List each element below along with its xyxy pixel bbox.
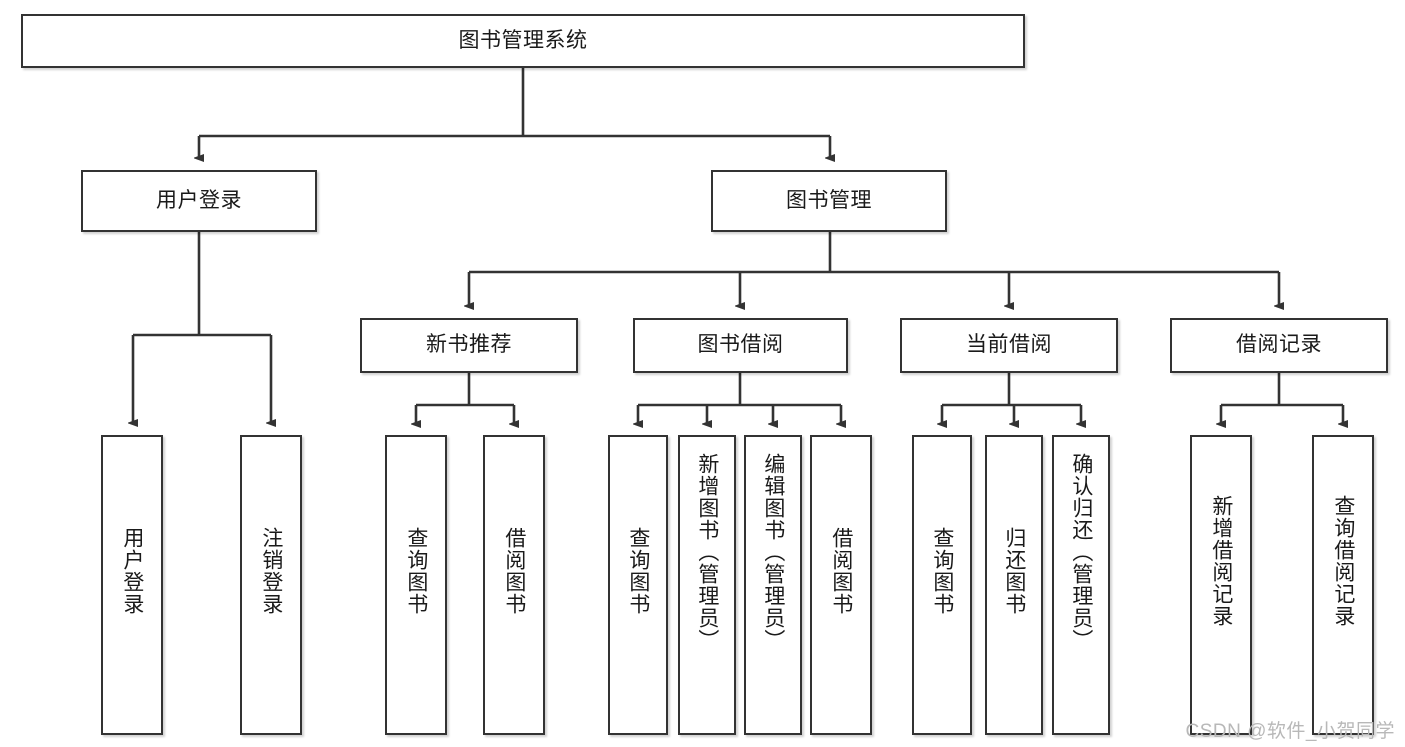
node-leaf-label: 借阅图书 xyxy=(502,527,526,615)
node-leaf-label: 查询图书 xyxy=(626,527,650,615)
node-leaf-label: 借阅图书 xyxy=(829,527,853,615)
node-leaf-label: 查询图书 xyxy=(404,527,428,615)
node-leaf-label: 归还图书 xyxy=(1002,527,1026,615)
node-leaf-label: 注销登录 xyxy=(259,527,283,615)
node-leaf-label: 用户登录 xyxy=(120,527,144,615)
csdn-watermark: CSDN @软件_小贺同学 xyxy=(1185,721,1395,742)
node-level2-3[interactable]: 借阅记录 xyxy=(1170,318,1388,373)
node-leaf-12[interactable]: 查询借阅记录 xyxy=(1312,435,1374,735)
node-leaf-10[interactable]: 确认归还（管理员） xyxy=(1052,435,1110,735)
node-level1-0[interactable]: 用户登录 xyxy=(81,170,317,232)
node-leaf-6[interactable]: 编辑图书（管理员） xyxy=(744,435,802,735)
node-level2-0[interactable]: 新书推荐 xyxy=(360,318,578,373)
node-leaf-label: 查询图书 xyxy=(930,527,954,615)
node-level1-1[interactable]: 图书管理 xyxy=(711,170,947,232)
node-leaf-2[interactable]: 查询图书 xyxy=(385,435,447,735)
node-leaf-7[interactable]: 借阅图书 xyxy=(810,435,872,735)
node-level1-label: 用户登录 xyxy=(156,188,242,212)
node-leaf-label: 查询借阅记录 xyxy=(1331,495,1355,627)
node-leaf-9[interactable]: 归还图书 xyxy=(985,435,1043,735)
node-root[interactable]: 图书管理系统 xyxy=(21,14,1025,68)
node-leaf-8[interactable]: 查询图书 xyxy=(912,435,972,735)
node-leaf-label: 新增借阅记录 xyxy=(1209,495,1233,627)
node-level1-label: 图书管理 xyxy=(786,188,872,212)
node-leaf-0[interactable]: 用户登录 xyxy=(101,435,163,735)
node-level2-label: 当前借阅 xyxy=(966,333,1052,357)
node-leaf-11[interactable]: 新增借阅记录 xyxy=(1190,435,1252,735)
node-level2-2[interactable]: 当前借阅 xyxy=(900,318,1118,373)
node-root-label: 图书管理系统 xyxy=(458,28,588,52)
node-level2-1[interactable]: 图书借阅 xyxy=(633,318,848,373)
node-leaf-label: 新增图书（管理员） xyxy=(695,453,719,651)
node-leaf-label: 确认归还（管理员） xyxy=(1069,453,1093,651)
node-leaf-4[interactable]: 查询图书 xyxy=(608,435,668,735)
node-leaf-label: 编辑图书（管理员） xyxy=(761,453,785,651)
node-leaf-5[interactable]: 新增图书（管理员） xyxy=(678,435,736,735)
node-level2-label: 借阅记录 xyxy=(1236,333,1322,357)
node-leaf-3[interactable]: 借阅图书 xyxy=(483,435,545,735)
node-level2-label: 图书借阅 xyxy=(697,333,784,357)
node-level2-label: 新书推荐 xyxy=(426,333,512,357)
node-leaf-1[interactable]: 注销登录 xyxy=(240,435,302,735)
